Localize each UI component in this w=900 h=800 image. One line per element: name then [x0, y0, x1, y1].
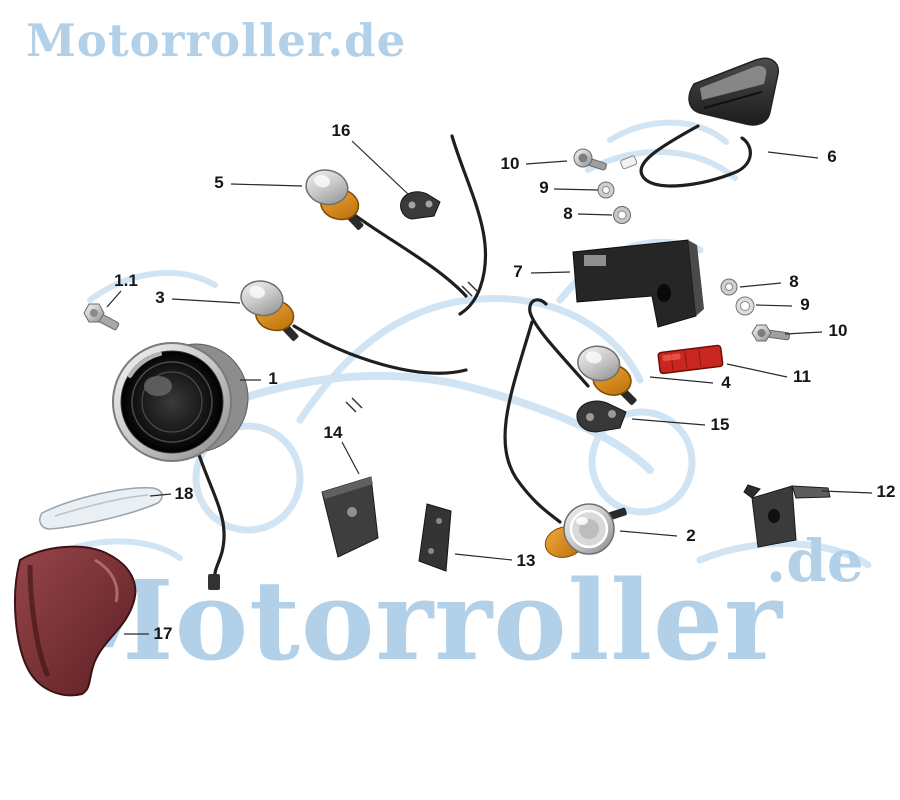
watermark-top-left: Motorroller.de — [26, 14, 407, 67]
cable-main — [450, 134, 488, 316]
leader-line-8-4 — [577, 213, 613, 216]
leader-line-18-17 — [149, 493, 172, 497]
part-number-4-13: 4 — [721, 373, 731, 392]
leader-line-3-11 — [171, 298, 241, 304]
leader-line-15-15 — [631, 418, 706, 426]
leader-line-10-9 — [784, 331, 823, 335]
cable-headlight — [196, 450, 226, 580]
tail-light-illustration — [688, 57, 779, 126]
sketch-swoosh-2 — [585, 148, 738, 181]
washer-8-right-illustration — [720, 278, 738, 296]
screw-10-left-illustration — [573, 148, 607, 171]
tail-connector — [620, 155, 638, 170]
cable-signal-4 — [528, 298, 590, 388]
leader-line-10-2 — [525, 160, 568, 165]
part-number-13-20: 13 — [516, 551, 536, 570]
leader-line-14-16 — [341, 441, 360, 475]
windshield-illustration — [39, 487, 163, 530]
bracket-15-illustration — [576, 400, 627, 433]
leader-line-7-6 — [530, 271, 571, 274]
bracket-13-illustration — [418, 503, 452, 572]
part-number-18-17: 18 — [174, 484, 194, 503]
part-number-9-3: 9 — [539, 178, 549, 197]
screw-1-1-illustration — [83, 303, 120, 331]
leader-line-6-5 — [767, 151, 819, 159]
leader-line-8-7 — [739, 282, 782, 288]
headlight-illustration — [112, 342, 249, 462]
leader-line-9-3 — [553, 188, 599, 191]
turn-signal-2-illustration — [544, 503, 627, 558]
reflector-illustration — [657, 344, 724, 375]
bracket-12-illustration — [743, 484, 831, 548]
leader-line-4-13 — [649, 376, 714, 384]
sketch-body-line — [166, 371, 654, 474]
leader-line-11-12 — [726, 363, 788, 378]
headlight-connector — [208, 574, 220, 590]
part-number-8-7: 8 — [789, 272, 799, 291]
part-number-1-1-10: 1.1 — [114, 271, 138, 290]
leader-line-13-20 — [454, 553, 513, 561]
cable-signal-3 — [292, 324, 468, 375]
leader-line-5-1 — [230, 183, 303, 187]
part-number-2-19: 2 — [686, 526, 696, 545]
part-number-14-16: 14 — [323, 423, 343, 442]
leader-line-12-18 — [821, 490, 873, 494]
cable-signal-2 — [503, 320, 562, 524]
bracket-16-illustration — [400, 191, 441, 220]
sketch-swoosh-4 — [696, 540, 872, 569]
watermark-bottom-main: Motorroller — [52, 556, 784, 685]
sketch-swoosh-3 — [87, 270, 218, 303]
cable-tail-harness — [639, 124, 752, 188]
part-number-5-1: 5 — [214, 173, 224, 192]
part-number-10-2: 10 — [500, 154, 520, 173]
part-number-15-15: 15 — [710, 415, 730, 434]
part-number-10-9: 10 — [828, 321, 848, 340]
screw-10-right-illustration — [751, 324, 791, 342]
leader-line-2-19 — [619, 530, 678, 537]
part-number-17-21: 17 — [153, 624, 173, 643]
sketch-front-wheel — [588, 408, 696, 516]
part-number-6-5: 6 — [827, 147, 837, 166]
part-number-8-4: 8 — [563, 204, 573, 223]
leader-line-9-8 — [755, 304, 793, 307]
front-fairing-illustration — [14, 545, 137, 697]
washer-9-right-illustration — [735, 296, 755, 316]
cable-break-marks — [345, 281, 479, 413]
washer-9-left-illustration — [597, 181, 615, 199]
part-number-9-8: 9 — [800, 295, 810, 314]
sketch-swoosh-1 — [607, 119, 729, 145]
part-number-7-6: 7 — [513, 262, 523, 281]
cable-signal-5 — [354, 214, 468, 298]
leader-line-1.1-10 — [106, 290, 122, 308]
part-number-3-11: 3 — [155, 288, 165, 307]
leader-line-16-0 — [351, 140, 410, 196]
sketch-frame-line — [296, 295, 644, 424]
part-number-1-14: 1 — [268, 369, 278, 388]
part-number-11-12: 11 — [793, 367, 811, 386]
license-plate-bracket-illustration — [572, 239, 704, 328]
part-number-16-0: 16 — [331, 121, 351, 140]
bracket-14-illustration — [321, 476, 379, 558]
part-number-12-18: 12 — [876, 482, 896, 501]
sketch-rear-wheel — [192, 422, 304, 534]
washer-8-left-illustration — [613, 206, 631, 224]
